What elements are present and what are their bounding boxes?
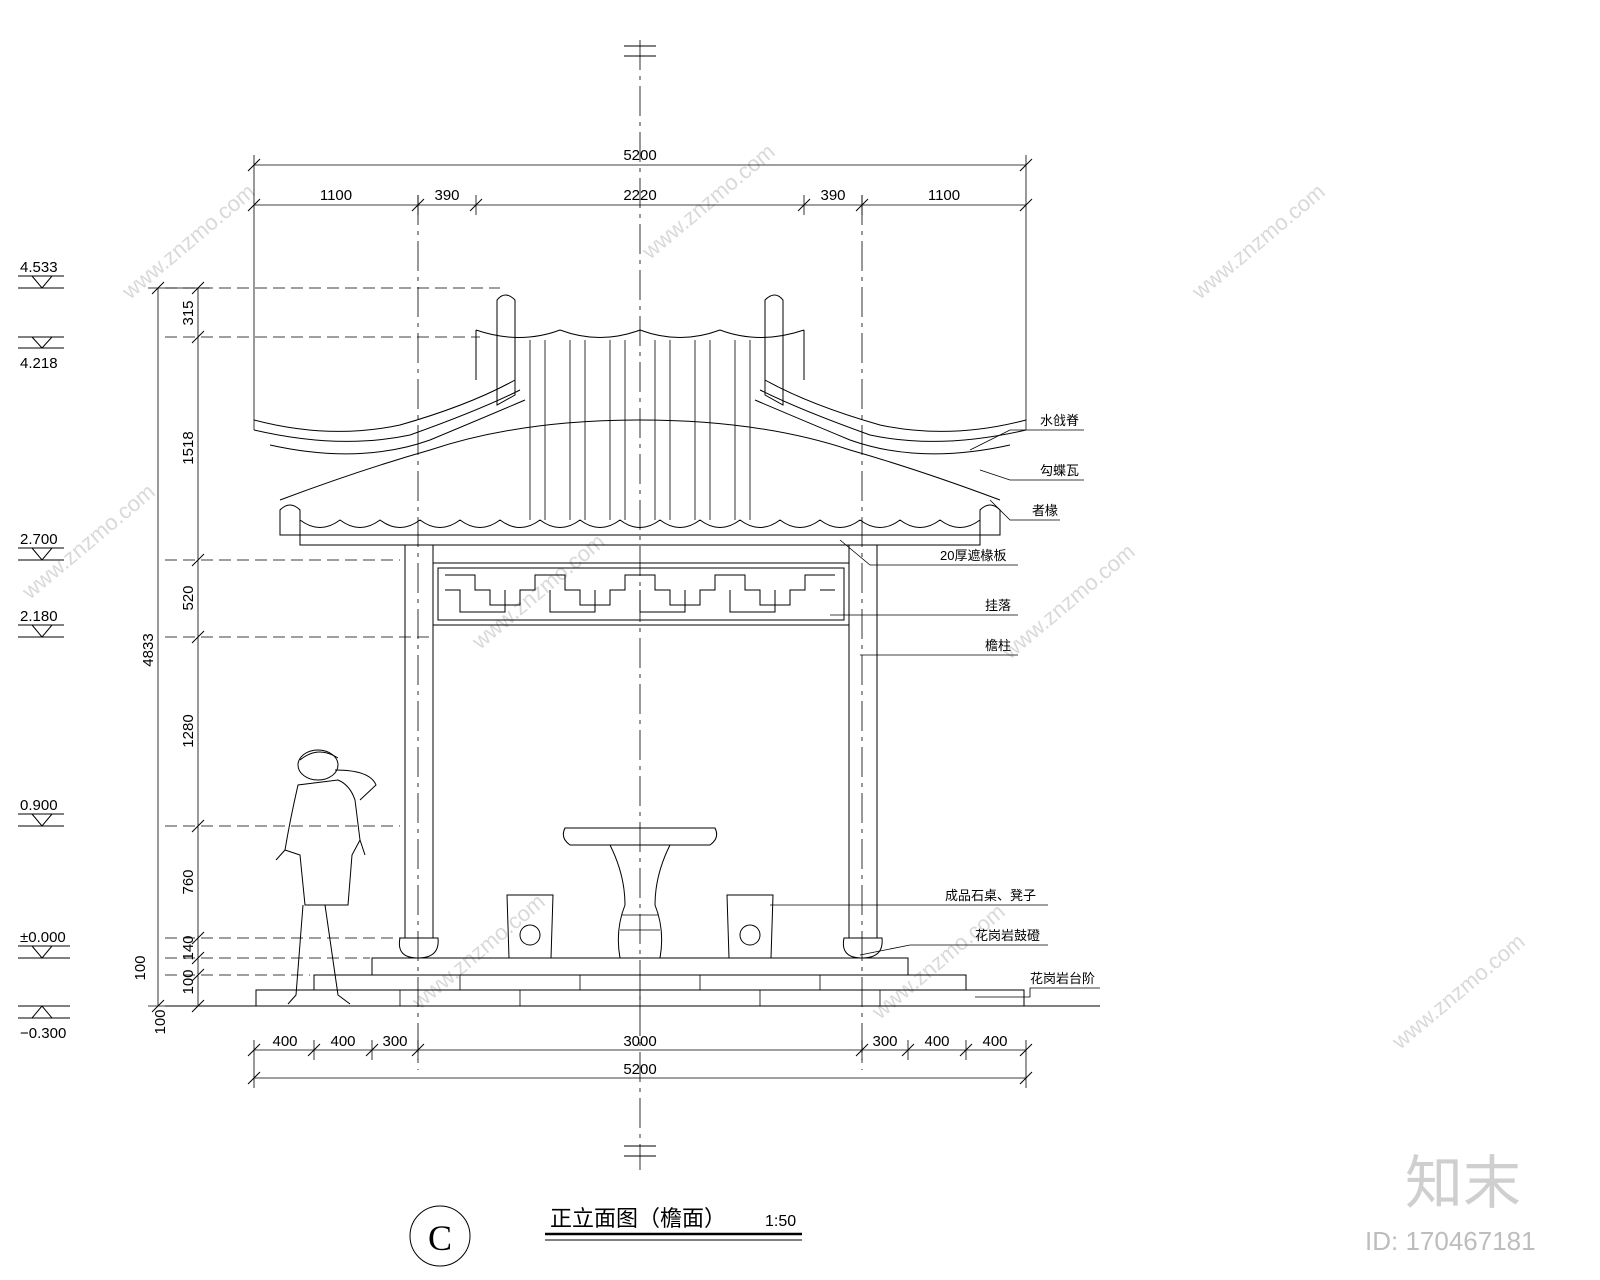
title-symbol: C [428,1218,452,1258]
watermark-layer: www.znzmo.com www.znzmo.com www.znzmo.co… [16,139,1529,1055]
top-dim-segment: 390 [820,187,845,204]
level-value: 4.533 [20,259,58,276]
top-dim-segment: 390 [434,187,459,204]
left-dim-segment: 760 [180,869,197,894]
label-zhuodeng: 成品石桌、凳子 [945,888,1036,903]
title-scale: 1:50 [765,1213,796,1230]
bottom-dim-segment: 400 [330,1033,355,1050]
left-dim-segment: 315 [180,300,197,325]
level-value: ±0.000 [20,929,66,946]
level-marker: 0.900 [18,797,64,827]
watermark-text: www.znzmo.com [1186,179,1329,305]
top-dim-segment: 1100 [320,187,352,204]
label-taijie: 花岗岩台阶 [1030,971,1095,986]
human-scale-figure [275,749,377,1005]
bottom-overall-dimension: 5200 [623,1061,656,1078]
left-dim-segment: 140 [180,935,197,960]
level-marker: −0.300 [18,1005,70,1042]
left-dimension-chain: 4833 315 1518 520 1280 760 140 100 100 1… [132,281,1100,1035]
brand-logo-text: 知末 [1405,1151,1521,1216]
title-text: 正立面图（檐面） [550,1206,726,1231]
watermark-text: www.znzmo.com [996,539,1139,665]
image-id: ID: 170467181 [1365,1226,1536,1256]
bottom-dim-segment: 300 [872,1033,897,1050]
level-marker: 2.180 [18,608,64,638]
level-markers: 4.533 4.218 2.700 2.180 0.900 [18,259,70,1042]
base-platform [165,957,1100,1007]
left-dim-segment: 1518 [180,431,197,464]
bottom-dim-segment: 300 [382,1033,407,1050]
label-gualuo: 挂落 [985,598,1011,613]
watermark-text: www.znzmo.com [116,179,259,305]
bottom-dim-segment: 400 [272,1033,297,1050]
level-value: 4.218 [20,355,58,372]
top-dim-segment: 2220 [623,187,656,204]
roof [253,294,1027,546]
columns [398,544,883,959]
watermark-text: www.znzmo.com [636,139,779,265]
left-dim-segment: 100 [180,969,197,994]
stone-table-and-stools [506,827,774,959]
top-overall-dimension: 5200 [623,147,656,164]
level-marker: 4.218 [18,336,64,372]
bottom-dim-segment: 400 [924,1033,949,1050]
label-dangyuban: 20厚遮椽板 [940,548,1006,563]
level-marker: 2.700 [18,531,64,561]
left-dim-segment: 100 [132,955,149,980]
level-value: 2.700 [20,531,58,548]
left-dim-segment: 1280 [180,714,197,747]
label-shuijiaoji: 水戗脊 [1040,413,1079,428]
watermark-text: www.znzmo.com [1386,929,1529,1055]
hanging-lattice [432,562,850,626]
level-value: 0.900 [20,797,58,814]
column-axes [417,195,863,1070]
left-overall-dimension: 4833 [140,633,157,666]
label-zheyan: 者椽 [1032,503,1058,518]
level-value: 2.180 [20,608,58,625]
label-leaders: 水戗脊 勾蝶瓦 者椽 20厚遮椽板 挂落 檐柱 成品石桌、凳子 花岗岩鼓磴 花岗… [770,413,1100,998]
left-dim-base: 100 [152,1009,169,1034]
top-dim-segment: 1100 [928,187,960,204]
watermark-text: www.znzmo.com [466,529,609,655]
bottom-dim-segment: 400 [982,1033,1007,1050]
left-dim-segment: 520 [180,585,197,610]
bottom-dimension-chain: 400 400 300 3000 300 400 400 5200 [247,1033,1033,1088]
drawing-title: C 正立面图（檐面） 1:50 [409,1205,802,1267]
watermark-text: www.znzmo.com [406,889,549,1015]
brand-logo: 知末 ID: 170467181 [1365,1151,1536,1256]
label-yanzhu: 檐柱 [985,638,1011,653]
label-goudiewa: 勾蝶瓦 [1040,463,1079,478]
level-marker: 4.533 [18,259,64,289]
top-dimension-chain: 5200 1100 390 2220 390 1100 [247,147,1033,430]
level-marker: ±0.000 [18,929,70,959]
level-guides [165,287,500,976]
roof-tile-lines [529,340,751,520]
bottom-dim-segment: 3000 [623,1033,656,1050]
label-guzuo: 花岗岩鼓磴 [975,928,1040,943]
step-joints [399,975,881,1006]
level-value: −0.300 [20,1025,66,1042]
